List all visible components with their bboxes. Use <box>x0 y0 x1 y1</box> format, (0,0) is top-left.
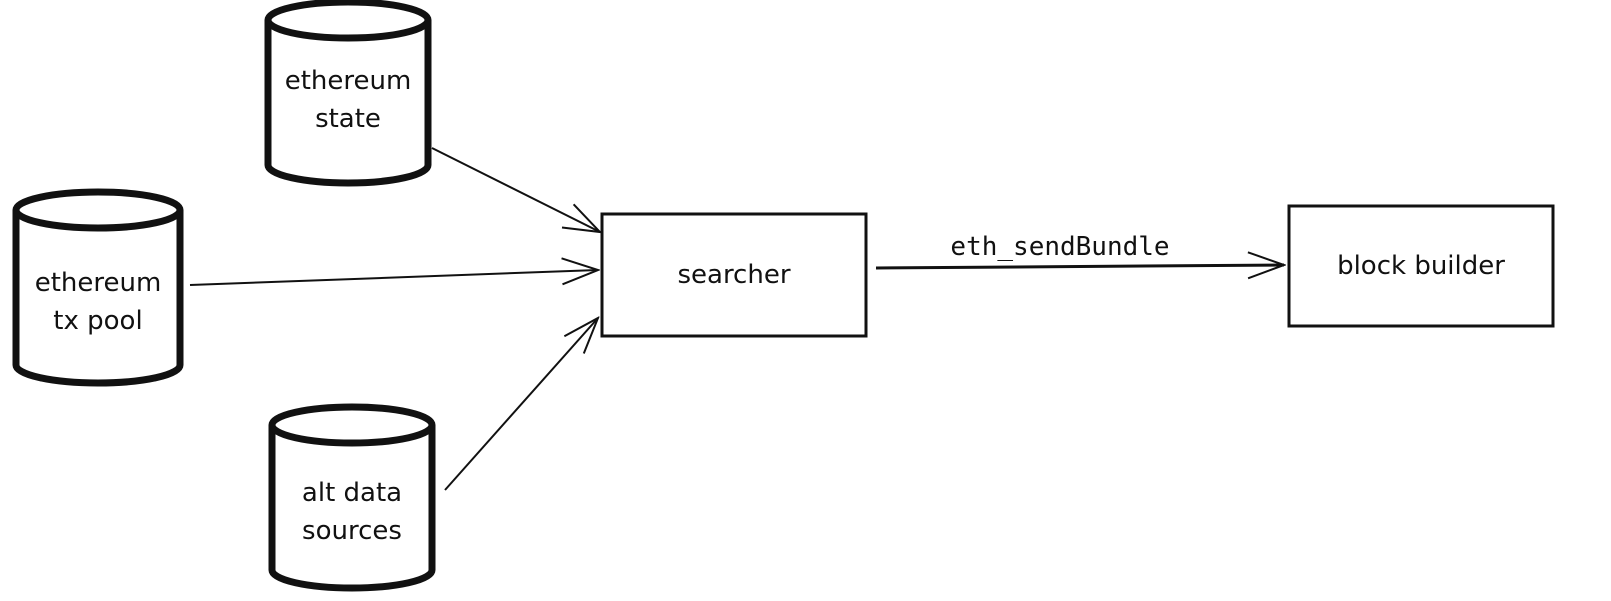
label-searcher: searcher <box>677 260 791 290</box>
cylinder-ethereum-state <box>264 0 432 187</box>
label-alt-data-sources: alt data sources <box>301 478 403 546</box>
cylinder-ethereum-tx-pool <box>12 188 184 387</box>
label-eth-sendbundle: eth_sendBundle <box>950 232 1170 262</box>
label-block-builder: block builder <box>1337 251 1505 281</box>
cylinder-alt-data-sources <box>268 403 436 592</box>
arrow-txpool-to-searcher <box>189 270 598 286</box>
label-ethereum-tx-pool: ethereum tx pool <box>34 268 162 336</box>
block-builder-box <box>1287 204 1555 328</box>
label-ethereum-state: ethereum state <box>284 66 412 134</box>
arrow-searcher-to-builder <box>875 265 1284 268</box>
searcher-box <box>600 212 868 338</box>
arrow-alt-to-searcher <box>444 318 598 491</box>
arrow-state-to-searcher <box>431 147 600 232</box>
